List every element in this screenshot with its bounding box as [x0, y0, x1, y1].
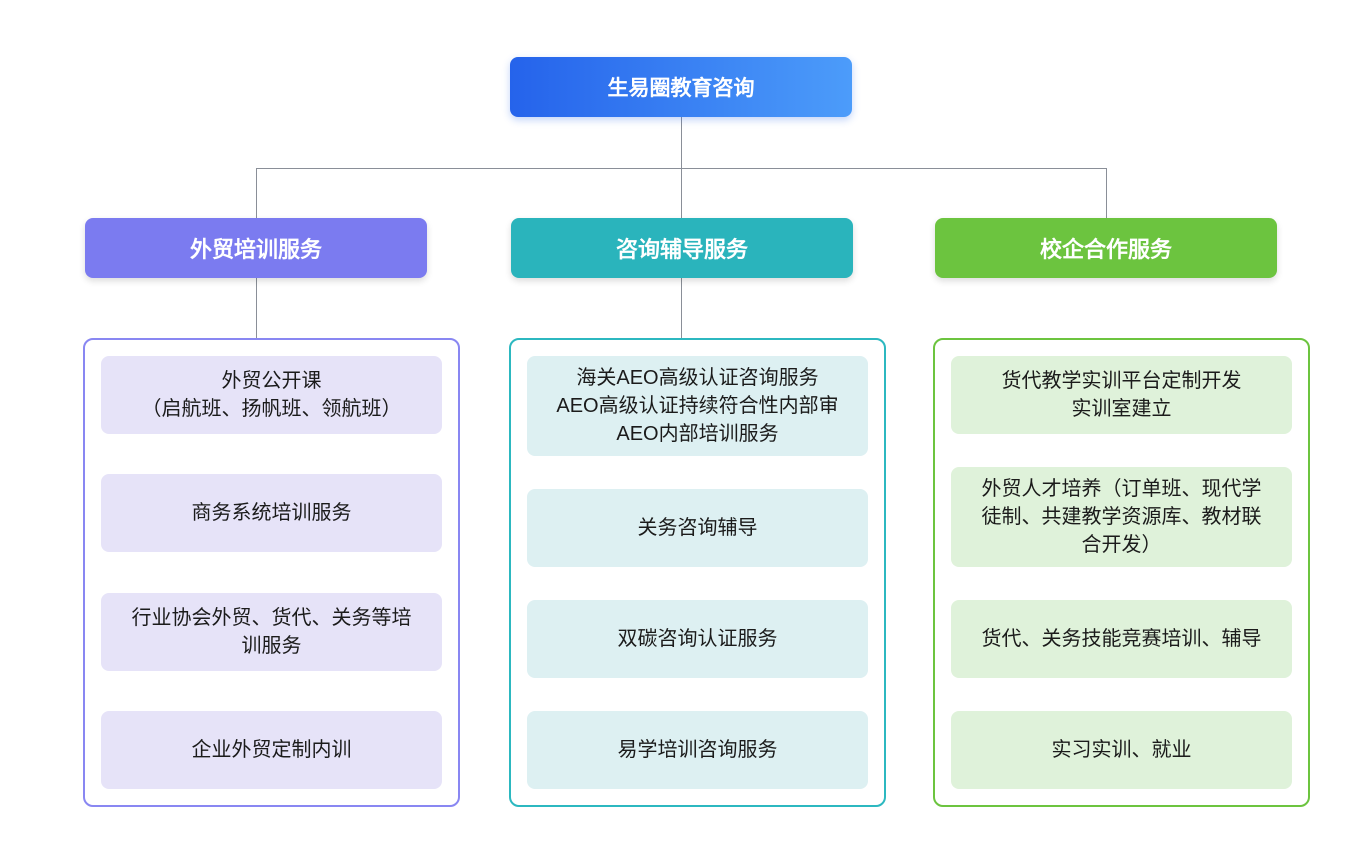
service-item: 外贸公开课（启航班、扬帆班、领航班） — [101, 356, 442, 434]
service-item: 货代教学实训平台定制开发实训室建立 — [951, 356, 1292, 434]
service-item: 实习实训、就业 — [951, 711, 1292, 789]
service-item: 易学培训咨询服务 — [527, 711, 868, 789]
connector-header-group-left — [256, 278, 257, 338]
service-item: 货代、关务技能竞赛培训、辅导 — [951, 600, 1292, 678]
service-item: 商务系统培训服务 — [101, 474, 442, 553]
service-item: 双碳咨询认证服务 — [527, 600, 868, 678]
branch-header-consulting-coaching: 咨询辅导服务 — [511, 218, 853, 278]
root-node: 生易圈教育咨询 — [510, 57, 852, 117]
root-node-title: 生易圈教育咨询 — [607, 77, 755, 100]
service-item: 企业外贸定制内训 — [101, 710, 442, 789]
branch-header-label: 校企合作服务 — [1039, 237, 1172, 262]
branch-header-school-enterprise: 校企合作服务 — [935, 218, 1277, 278]
branch-group-foreign-trade-training: 外贸公开课（启航班、扬帆班、领航班） 商务系统培训服务 行业协会外贸、货代、关务… — [83, 338, 460, 807]
service-item: 行业协会外贸、货代、关务等培训服务 — [101, 592, 442, 671]
service-item: 外贸人才培养（订单班、现代学徒制、共建教学资源库、教材联合开发） — [951, 467, 1292, 567]
branch-header-label: 外贸培训服务 — [189, 237, 322, 262]
connector-header-group-middle — [681, 278, 682, 338]
branch-header-foreign-trade-training: 外贸培训服务 — [85, 218, 427, 278]
connector-root-vertical — [681, 117, 682, 168]
connector-drop-middle — [681, 168, 682, 218]
connector-drop-right — [1106, 168, 1107, 218]
connector-drop-left — [256, 168, 257, 218]
branch-group-school-enterprise: 货代教学实训平台定制开发实训室建立 外贸人才培养（订单班、现代学徒制、共建教学资… — [933, 338, 1310, 807]
service-item: 关务咨询辅导 — [527, 489, 868, 567]
branch-header-label: 咨询辅导服务 — [615, 237, 748, 262]
